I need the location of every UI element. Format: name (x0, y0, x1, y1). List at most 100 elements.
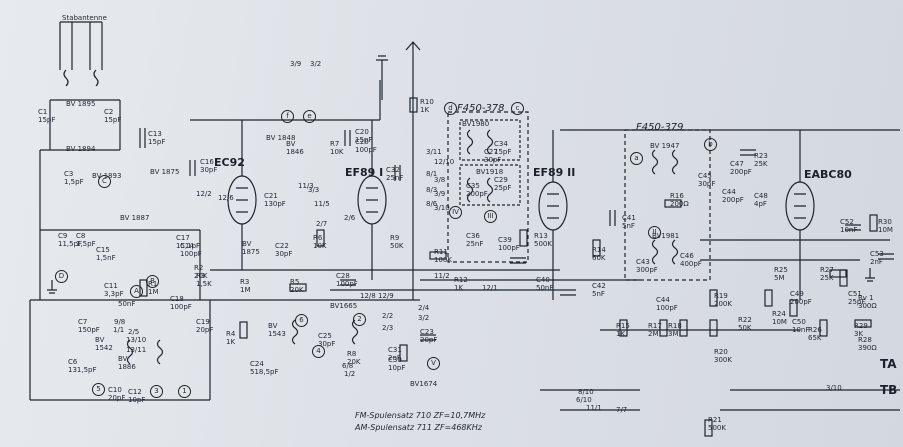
component-label: BV 1893 (92, 172, 122, 180)
component-label: C18 100pF (170, 295, 192, 311)
component-label: R11 100K (434, 248, 452, 264)
component-label: 2/2 (382, 312, 394, 320)
component-label: C10 20pF (108, 386, 126, 402)
component-label: C19 20pF (196, 318, 214, 334)
node-marker: 1 (178, 385, 191, 398)
component-label: 12/6 (218, 194, 234, 202)
component-label: C8 1,5pF (76, 232, 96, 248)
component-label: C17 15,1pF (176, 234, 201, 250)
component-label: 12/10 (434, 158, 455, 166)
component-label: R13 500K (534, 232, 552, 248)
component-label: 12/1 (482, 284, 498, 292)
node-marker: B (146, 275, 159, 288)
component-label: BV 1875 (242, 240, 260, 256)
component-label: 8/10 (578, 388, 594, 396)
component-label: BV 1542 (95, 336, 113, 352)
component-label: R6 10K (313, 234, 327, 250)
component-label: BV1665 (330, 302, 358, 310)
component-label: 3/10 (434, 204, 450, 212)
component-label: 13/10 (126, 336, 147, 344)
component-label: C20 15pF (355, 128, 373, 144)
component-label: C7 150pF (78, 318, 100, 334)
component-label: C42 5nF (592, 282, 606, 298)
component-label: 13/11 (126, 346, 147, 354)
component-label: C20 100pF (355, 138, 377, 154)
node-marker: c (511, 102, 524, 115)
component-label: R8 20K (347, 350, 361, 366)
component-label: 11/5 (314, 200, 330, 208)
component-label: 2/7 (316, 220, 328, 228)
component-label: 3/3 (308, 186, 320, 194)
component-label: C44 200pF (722, 188, 744, 204)
component-label: 11/2 (434, 272, 450, 280)
component-label: C23 20pF (420, 328, 438, 344)
component-label: R27 25K (820, 266, 834, 282)
component-label: R3 1M (240, 278, 251, 294)
component-label: C35 200pF (466, 182, 488, 198)
component-label: BV 1886 (118, 355, 136, 371)
footer-fm: FM-Spulensatz 710 ZF=10,7MHz (355, 411, 486, 420)
component-label: R16 200Ω (670, 192, 689, 208)
component-label: C49 200pF (790, 290, 812, 306)
component-label: BV1918 (476, 168, 504, 176)
component-label: BV 1894 (66, 145, 96, 153)
component-label: C39 100pF (498, 236, 520, 252)
component-label: BV 1848 (266, 134, 296, 142)
component-label: C28 100pF (336, 272, 358, 288)
component-label: BV 1875 (150, 168, 180, 176)
component-label: BV1981 (652, 232, 680, 240)
component-label: C6 131,5pF (68, 358, 97, 374)
component-label: 11/1 (586, 404, 602, 412)
component-label: 3/2 (310, 60, 322, 68)
component-label: R22 50K (738, 316, 752, 332)
component-label: BV1674 (410, 380, 438, 388)
node-marker: V (427, 357, 440, 370)
component-label: R3 1,5K (196, 272, 212, 288)
node-marker: C (98, 175, 111, 188)
component-label: R29 3K (854, 322, 868, 338)
component-label: 7/7 (616, 406, 628, 414)
component-label: R15 1K (616, 322, 630, 338)
component-label: C1 15pF (38, 108, 56, 124)
node-marker: d (444, 102, 457, 115)
component-label: 3/10 (826, 384, 842, 392)
component-label: C47 200pF (730, 160, 752, 176)
node-marker: IV (449, 206, 462, 219)
component-label: 12/8 (360, 292, 376, 300)
component-label: C52 10nF (840, 218, 858, 234)
component-label: R23 25K (754, 152, 768, 168)
component-label: 12/9 (378, 292, 394, 300)
module-f450-379: F450-379 (636, 122, 684, 133)
node-marker: 4 (312, 345, 325, 358)
component-label: BV 1887 (120, 214, 150, 222)
component-label: 2/6 (344, 214, 356, 222)
component-label: 9/8 (114, 318, 126, 326)
component-label: C25 30pF (318, 332, 336, 348)
node-marker: III (484, 210, 497, 223)
component-label: C50 10nF (792, 318, 810, 334)
component-label: R26 65K (808, 326, 822, 342)
component-label: C51 25pF (848, 290, 866, 306)
component-label: C40 50nF (536, 276, 554, 292)
component-label: C46 400pF (680, 252, 702, 268)
component-label: 3/9 (290, 60, 302, 68)
antenna-label: Stabantenne (62, 14, 107, 22)
footer-am: AM-Spulensatz 711 ZF=468KHz (355, 423, 482, 432)
component-label: C16 30pF (200, 158, 218, 174)
node-marker: A (130, 285, 143, 298)
component-label: 2/5 (128, 328, 140, 336)
component-label: Bv 1 300Ω (858, 294, 877, 310)
component-label: 2/4 (418, 304, 430, 312)
component-label: C41 5nF (622, 214, 636, 230)
component-label: C32 25nF (386, 166, 404, 182)
component-label: C53 2nF (870, 250, 884, 266)
component-label: 1/2 (344, 370, 356, 378)
component-label: R17 2M (648, 322, 662, 338)
component-label: 8/6 (426, 200, 438, 208)
component-label: 3/2 (418, 314, 430, 322)
component-label: 2/3 (382, 324, 394, 332)
component-label: C45 30pF (698, 172, 716, 188)
component-label: C21 130pF (264, 192, 286, 208)
